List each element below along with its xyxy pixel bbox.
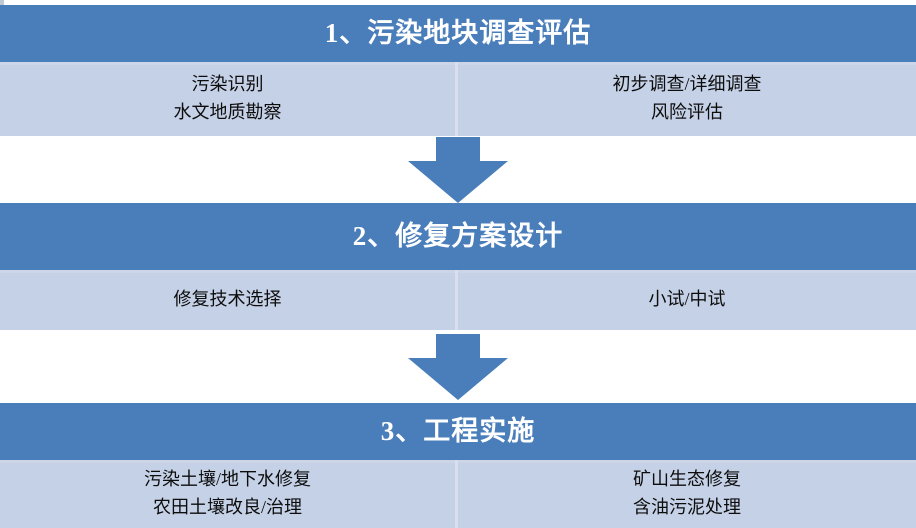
stage-3-left-item-1: 污染土壤/地下水修复 bbox=[143, 469, 311, 490]
stage-1-right-column: 初步调查/详细调查 风险评估 bbox=[458, 62, 916, 136]
stage-1-left-item-1: 污染识别 bbox=[191, 74, 264, 95]
down-arrow-icon-1 bbox=[408, 137, 508, 203]
stage-1-left-item-2: 水文地质勘察 bbox=[173, 102, 282, 122]
stage-3: 3、工程实施 污染土壤/地下水修复 农田土壤改良/治理 矿山生态修复 含油污泥处… bbox=[0, 403, 916, 528]
stage-3-right-item-2: 含油污泥处理 bbox=[633, 497, 741, 517]
stage-2: 2、修复方案设计 修复技术选择 小试/中试 bbox=[0, 203, 916, 330]
stage-3-right-item-1: 矿山生态修复 bbox=[633, 469, 741, 490]
stage-1-body: 污染识别 水文地质勘察 初步调查/详细调查 风险评估 bbox=[0, 62, 916, 136]
corner-artifact bbox=[0, 0, 4, 6]
stage-3-left-item-2: 农田土壤改良/治理 bbox=[152, 497, 302, 517]
stage-3-header: 3、工程实施 bbox=[0, 403, 916, 460]
stage-3-left-column: 污染土壤/地下水修复 农田土壤改良/治理 bbox=[0, 460, 458, 528]
stage-1-left-column: 污染识别 水文地质勘察 bbox=[0, 62, 458, 136]
stage-2-right-column: 小试/中试 bbox=[458, 270, 916, 330]
down-arrow-icon-2 bbox=[408, 334, 508, 400]
stage-1-right-item-2: 风险评估 bbox=[651, 102, 723, 122]
stage-1-title: 1、污染地块调查评估 bbox=[324, 18, 592, 48]
stage-2-header: 2、修复方案设计 bbox=[0, 203, 916, 270]
stage-2-right-item-1: 小试/中试 bbox=[648, 289, 726, 310]
stage-2-left-item-1: 修复技术选择 bbox=[173, 289, 282, 310]
stage-2-title: 2、修复方案设计 bbox=[352, 221, 564, 251]
stage-3-body: 污染土壤/地下水修复 农田土壤改良/治理 矿山生态修复 含油污泥处理 bbox=[0, 460, 916, 528]
stage-3-right-column: 矿山生态修复 含油污泥处理 bbox=[458, 460, 916, 528]
stage-2-left-column: 修复技术选择 bbox=[0, 270, 458, 330]
stage-1-right-item-1: 初步调查/详细调查 bbox=[612, 74, 762, 95]
stage-2-body: 修复技术选择 小试/中试 bbox=[0, 270, 916, 330]
stage-1-header: 1、污染地块调查评估 bbox=[0, 5, 916, 62]
stage-1: 1、污染地块调查评估 污染识别 水文地质勘察 初步调查/详细调查 风险评估 bbox=[0, 5, 916, 136]
stage-3-title: 3、工程实施 bbox=[380, 416, 536, 446]
